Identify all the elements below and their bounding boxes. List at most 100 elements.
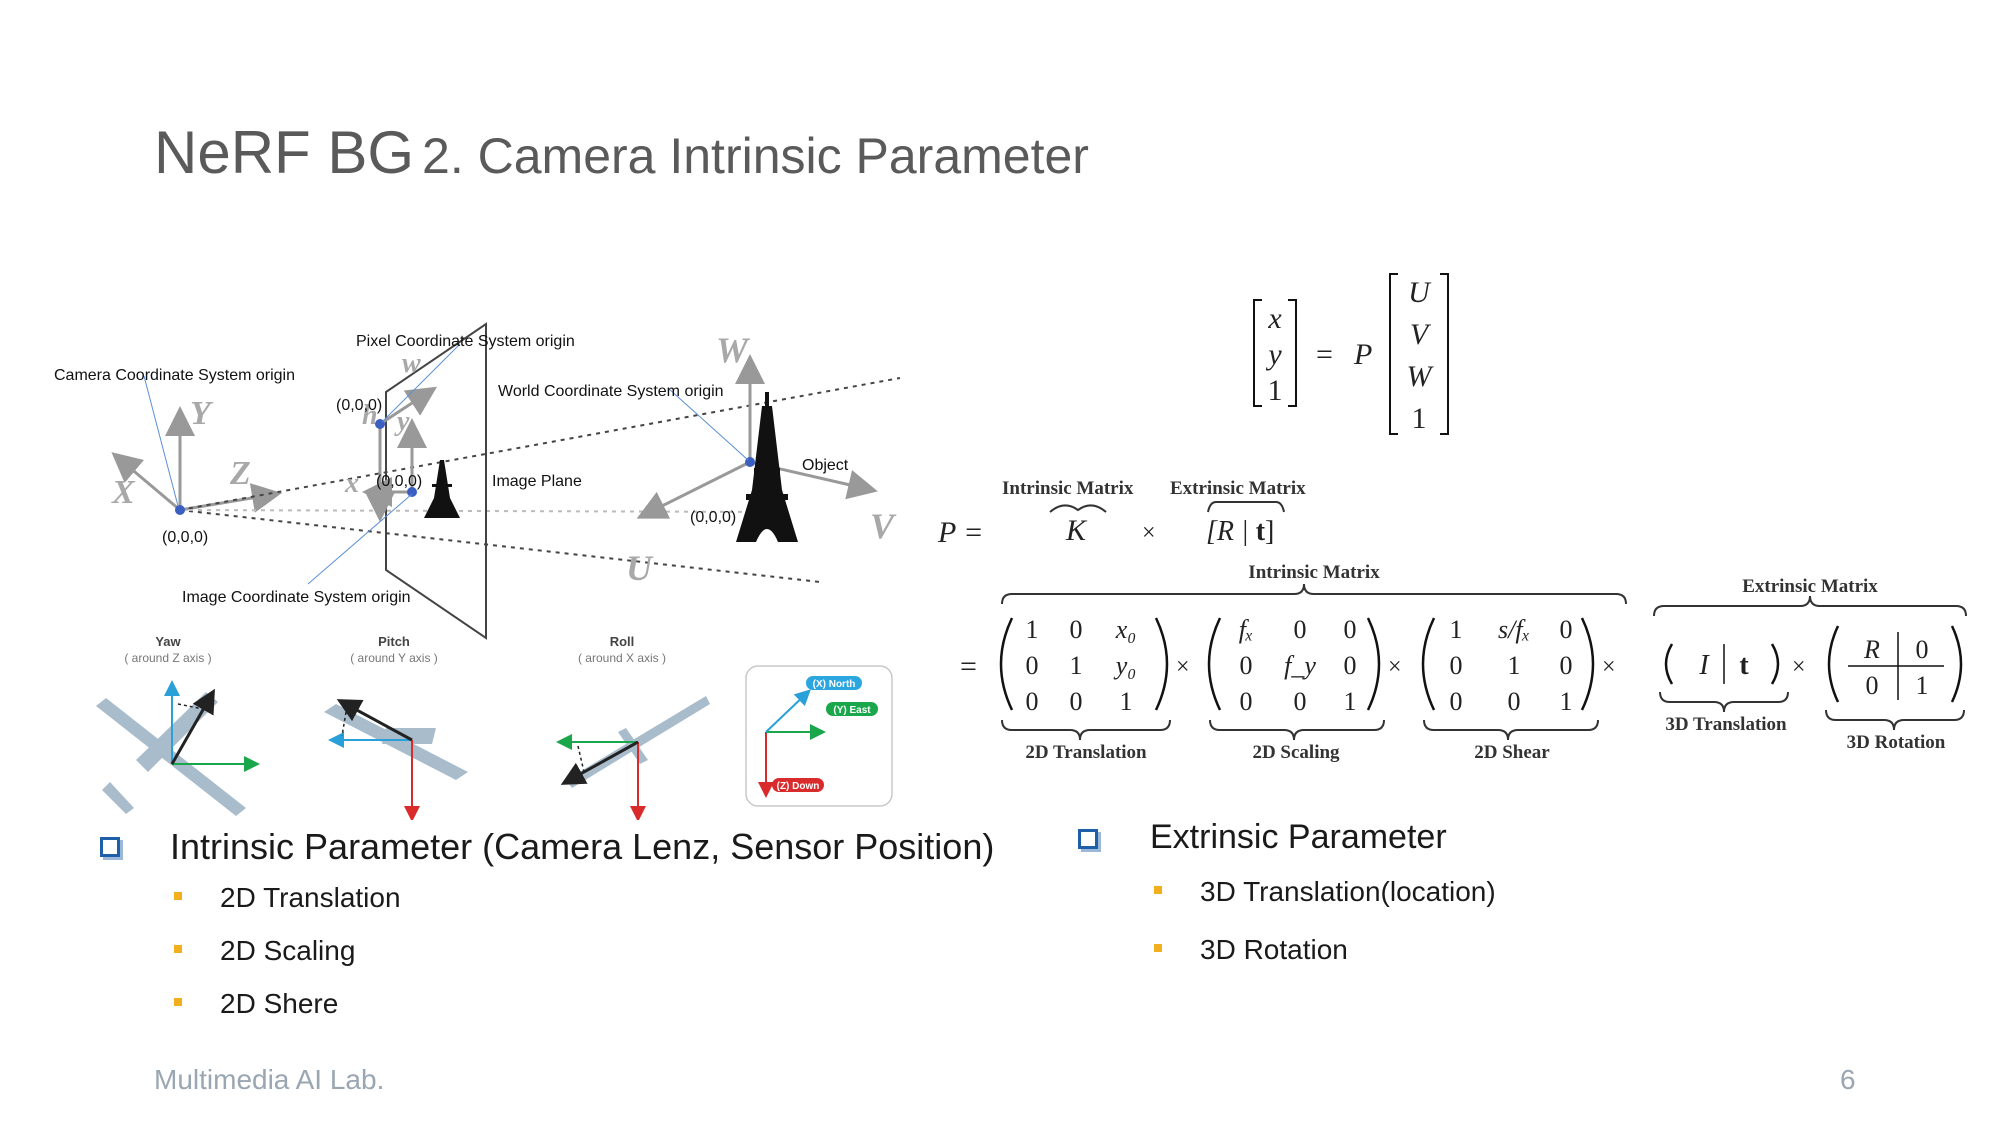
full-intrinsic-label: Intrinsic Matrix — [1248, 562, 1380, 583]
bullet-dot-icon — [174, 892, 182, 900]
svg-text:1: 1 — [1450, 615, 1463, 644]
yaw-title: Yaw — [155, 634, 181, 649]
matrix-3d-translation: I t — [1664, 643, 1780, 685]
rot-R: R — [1863, 635, 1880, 664]
svg-text:s/fₓ: s/fₓ — [1498, 615, 1530, 644]
svg-text:x₀: x₀ — [1115, 615, 1137, 644]
image-plane-label: Image Plane — [492, 473, 582, 490]
svg-text:0: 0 — [1450, 687, 1463, 716]
north-badge: (X) North — [813, 679, 856, 690]
proj-rhs-3: 1 — [1412, 402, 1427, 435]
proj-rhs-1: V — [1410, 318, 1432, 351]
label-3d-translation: 3D Translation — [1665, 714, 1787, 735]
rot-0a: 0 — [1916, 635, 1929, 664]
pk-Rt: [R | t] — [1206, 516, 1274, 547]
bullet-dot-icon — [1154, 944, 1162, 952]
pitch-panel: Pitch ( around Y axis ) — [324, 634, 468, 820]
proj-lhs-1: y — [1265, 338, 1282, 371]
pitch-axis: ( around Y axis ) — [350, 651, 438, 665]
pixel-origin-label: Pixel Coordinate System origin — [356, 333, 575, 350]
times-3: × — [1602, 654, 1616, 680]
svg-text:0: 0 — [1344, 651, 1357, 680]
intrinsic-heading: Intrinsic Parameter (Camera Lenz, Sensor… — [170, 826, 995, 867]
full-equals: = — [960, 650, 977, 683]
title-sub: 2. Camera Intrinsic Parameter — [422, 128, 1089, 184]
times-4: × — [1792, 654, 1806, 680]
extrinsic-item-2: 3D Rotation — [1200, 934, 1348, 965]
label-2d-translation: 2D Translation — [1025, 742, 1147, 763]
svg-text:0: 0 — [1508, 687, 1521, 716]
image-origin-label: Image Coordinate System origin — [182, 589, 411, 606]
bullet-dot-icon — [174, 945, 182, 953]
title-main: NeRF BG — [154, 119, 415, 186]
svg-text:1: 1 — [1070, 651, 1083, 680]
world-origin-label: World Coordinate System origin — [498, 383, 724, 400]
axis-X-label: X — [111, 474, 136, 511]
camera-origin-label: Camera Coordinate System origin — [54, 367, 295, 384]
rot-0b: 0 — [1866, 671, 1879, 700]
axis-Y-label: Y — [190, 395, 214, 432]
label-2d-scaling: 2D Scaling — [1252, 742, 1340, 763]
svg-text:0: 0 — [1560, 651, 1573, 680]
pitch-title: Pitch — [378, 634, 410, 649]
bullet-square-icon — [1078, 829, 1098, 849]
ned-axes-panel: (X) North (Y) East (Z) Down — [745, 665, 893, 807]
times-1: × — [1176, 654, 1190, 680]
matrix-2d-translation: 1 0 x₀ 0 1 y₀ 0 0 1 — [999, 615, 1169, 716]
svg-text:0: 0 — [1344, 615, 1357, 644]
svg-text:1: 1 — [1560, 687, 1573, 716]
times-2: × — [1388, 654, 1402, 680]
proj-P: P — [1353, 338, 1372, 371]
proj-rhs-2: W — [1407, 360, 1435, 393]
svg-text:0: 0 — [1240, 651, 1253, 680]
svg-text:0: 0 — [1026, 687, 1039, 716]
pk-P: P = — [937, 516, 984, 549]
label-2d-shear: 2D Shear — [1474, 742, 1550, 763]
page-number: 6 — [1840, 1064, 1856, 1095]
image-origin-coord: (0,0,0) — [376, 473, 422, 490]
svg-text:0: 0 — [1450, 651, 1463, 680]
svg-text:1: 1 — [1508, 651, 1521, 680]
axis-w-label: w — [402, 348, 421, 379]
roll-title: Roll — [610, 634, 635, 649]
down-badge: (Z) Down — [777, 781, 820, 792]
image-origin-dot — [407, 487, 417, 497]
camera-coordinate-diagram: X Y Z w h y x W U V Pixel Coordinate Sys… — [54, 322, 901, 640]
pixel-origin-coord: (0,0,0) — [336, 397, 382, 414]
camera-origin-coord: (0,0,0) — [162, 529, 208, 546]
yaw-panel: Yaw ( around Z axis ) — [96, 634, 260, 816]
projection-equation: x y 1 = P U V W 1 — [1253, 273, 1449, 435]
axis-x-label: x — [344, 468, 359, 499]
svg-text:f_y: f_y — [1284, 651, 1316, 680]
eiffel-tower-object-icon — [736, 392, 798, 542]
footer-lab: Multimedia AI Lab. — [154, 1064, 385, 1095]
axis-y-label: y — [394, 406, 410, 437]
pk-intrinsic-label: Intrinsic Matrix — [1002, 478, 1134, 499]
svg-text:0: 0 — [1240, 687, 1253, 716]
axis-U-label: U — [626, 548, 654, 588]
axis-Z-label: Z — [229, 455, 251, 492]
airplane-icon — [324, 704, 468, 780]
pk-times: × — [1142, 520, 1156, 546]
camera-origin-dot — [175, 505, 185, 515]
matrix-3d-rotation: R 0 0 1 — [1827, 625, 1963, 703]
extrinsic-item-1: 3D Translation(location) — [1200, 876, 1496, 907]
identity-I: I — [1698, 650, 1710, 681]
pk-equation: Intrinsic Matrix Extrinsic Matrix P = K … — [937, 478, 1306, 549]
proj-equals: = — [1316, 338, 1333, 371]
world-origin-coord: (0,0,0) — [690, 509, 736, 526]
axis-V-label: V — [870, 506, 897, 546]
object-label: Object — [802, 457, 849, 474]
svg-text:0: 0 — [1026, 651, 1039, 680]
roll-panel: Roll ( around X axis ) — [556, 634, 710, 820]
intrinsic-item-2: 2D Scaling — [220, 935, 356, 966]
eiffel-tower-small-icon — [424, 460, 460, 518]
pk-extrinsic-label: Extrinsic Matrix — [1170, 478, 1306, 499]
full-extrinsic-label: Extrinsic Matrix — [1742, 576, 1878, 597]
svg-text:0: 0 — [1294, 687, 1307, 716]
intrinsic-item-1: 2D Translation — [220, 882, 401, 913]
bullet-dot-icon — [174, 998, 182, 1006]
axis-W-label: W — [716, 330, 751, 370]
rot-1: 1 — [1916, 671, 1929, 700]
